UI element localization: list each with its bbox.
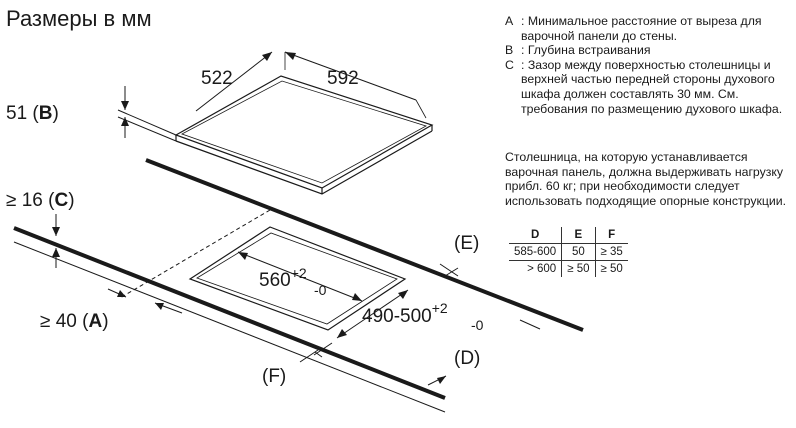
label-depth-b: 51 (B) [6,103,59,124]
note-a: A : Минимальное расстояние от выреза для … [505,14,791,43]
label-gap-c: ≥ 16 (C) [6,190,75,211]
label-distance-a-number: ≥ 40 ( [40,311,89,332]
note-b: B : Глубина встраивания [505,43,791,58]
cooktop-inner-face [181,80,428,184]
table-row: > 600 ≥ 50 ≥ 50 [509,260,628,277]
note-text: : Зазор между поверхностью столешницы и … [521,57,783,116]
table-cell: ≥ 50 [594,260,628,277]
table-cell: ≥ 35 [594,243,628,261]
page-title: Размеры в мм [6,6,152,31]
label-cutout-490-tol-up: +2 [432,300,448,316]
table-cell: ≥ 50 [561,260,596,277]
label-depth-b-key: B [39,103,53,124]
label-cutout-560-value: 560 [259,270,291,291]
label-cutout-560-tol-down: -0 [314,282,327,298]
table-header-f: F [594,227,628,244]
label-cutout-490-value: 490-500 [362,306,432,327]
note-key: A [505,14,514,28]
table-cell: 50 [561,243,596,261]
clearance-table: D E F 585-600 50 ≥ 35 > 600 ≥ 50 ≥ 50 [509,227,628,277]
label-gap-c-number: ≥ 16 ( [6,190,55,211]
note-key: B [505,43,514,58]
label-width-522: 522 [201,68,233,89]
label-distance-a-close: ) [102,311,108,332]
label-gap-c-key: C [54,190,68,211]
label-d: (D) [454,348,480,369]
note-c: C : Зазор между поверхностью столешницы и… [505,58,791,116]
label-cutout-490: 490-500+2 [362,300,448,327]
label-depth-b-number: 51 ( [6,103,39,124]
note-key: C [505,57,514,72]
cooktop-top-face [174,75,434,189]
cooktop-panel [174,75,434,195]
table-row: 585-600 50 ≥ 35 [509,243,628,261]
label-gap-c-close: ) [68,190,74,211]
label-depth-b-close: ) [52,103,58,124]
label-e: (E) [454,233,479,254]
dimension-lines-top [117,51,427,142]
label-distance-a-key: A [88,311,102,332]
note-text: : Минимальное расстояние от выреза для в… [521,14,762,43]
label-cutout-490-tol-down: -0 [471,317,484,333]
notes-list: A : Минимальное расстояние от выреза для … [505,14,791,116]
load-note: Столешница, на которую устанавливается в… [505,150,787,208]
label-cutout-560-tol-up: +2 [291,265,307,281]
table-header-e: E [561,227,596,244]
dimension-lines-cutout [52,214,541,386]
table-cell: 585-600 [509,243,562,261]
countertop [13,158,584,413]
label-width-592: 592 [327,68,359,89]
table-header-row: D E F [509,227,628,244]
table-cell: > 600 [527,263,557,275]
table-header-d: D [509,227,562,244]
label-cutout-560: 560+2 [259,265,307,291]
note-text: : Глубина встраивания [521,43,651,58]
label-distance-a: ≥ 40 (A) [40,311,109,332]
label-f: (F) [262,366,286,387]
